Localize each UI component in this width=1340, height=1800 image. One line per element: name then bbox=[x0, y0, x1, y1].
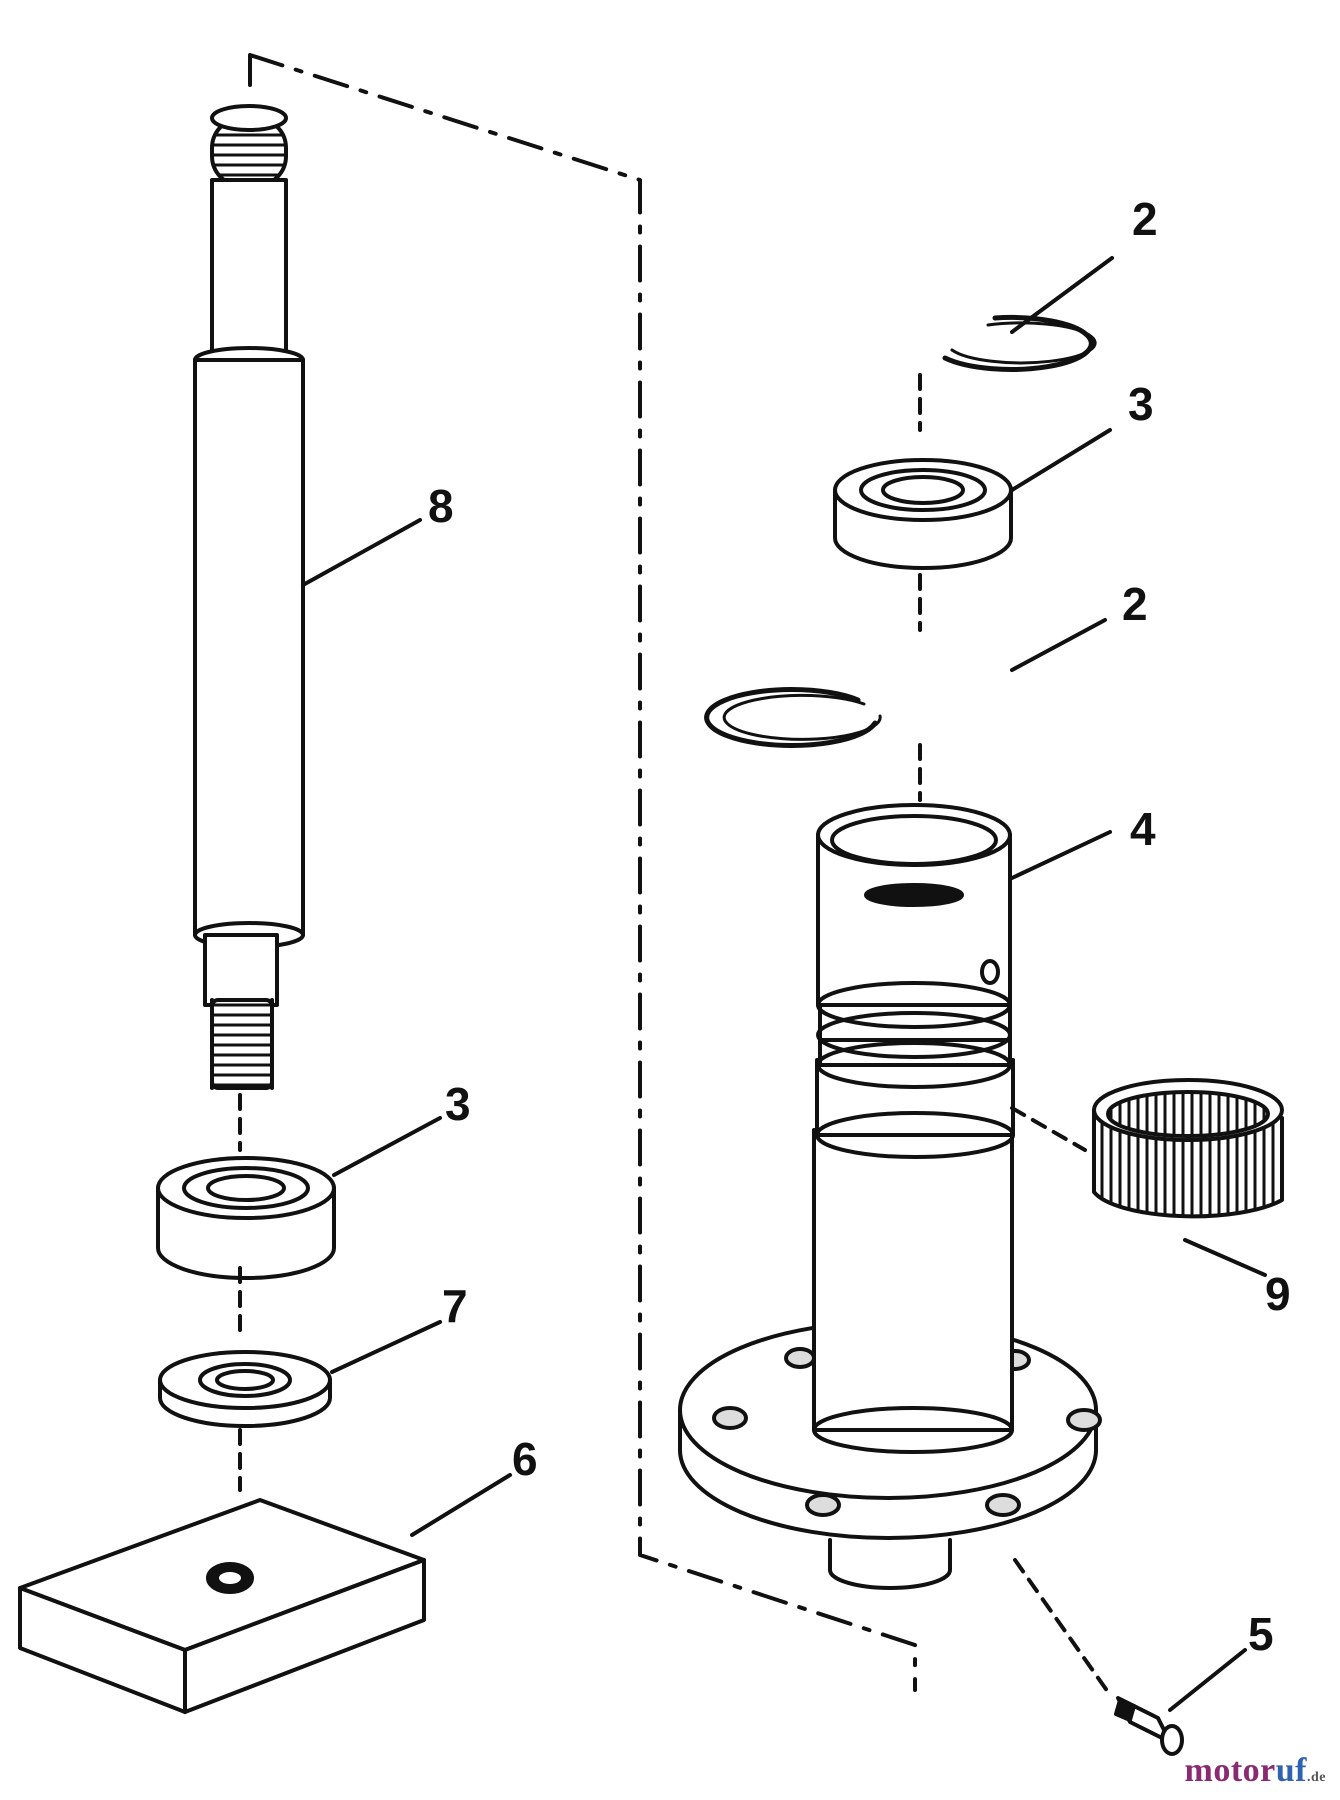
part-label-2-top: 2 bbox=[1132, 193, 1158, 245]
part-label-4: 4 bbox=[1130, 803, 1156, 855]
part-label-3-lower: 3 bbox=[445, 1078, 471, 1130]
grease-fitting-part bbox=[1114, 1696, 1184, 1756]
watermark-domain-suffix: .de bbox=[1307, 1770, 1326, 1785]
block-part bbox=[18, 1498, 426, 1714]
bearing-upper-part bbox=[833, 458, 1013, 570]
motoruf-watermark: motoruf.de bbox=[1185, 1752, 1326, 1790]
leader-line-3-lower bbox=[332, 1116, 442, 1177]
leader-line-8 bbox=[301, 518, 422, 587]
watermark-text-secondary: uf bbox=[1275, 1752, 1307, 1789]
part-label-2-lower: 2 bbox=[1122, 578, 1148, 630]
assembly-frame-line bbox=[248, 53, 917, 1692]
fitting-alignment-line bbox=[1013, 1558, 1110, 1694]
leader-line-4 bbox=[1010, 830, 1112, 880]
snap-ring-top-part bbox=[942, 314, 1097, 372]
part-label-7: 7 bbox=[442, 1280, 468, 1332]
part-label-6: 6 bbox=[512, 1433, 538, 1485]
roller-bearing-part bbox=[1092, 1078, 1284, 1219]
housing-part bbox=[678, 803, 1102, 1590]
leader-line-7 bbox=[330, 1320, 442, 1374]
bearing-lower-part bbox=[156, 1156, 336, 1280]
leader-line-6 bbox=[410, 1473, 512, 1537]
leader-line-3-upper bbox=[1010, 428, 1112, 492]
leader-line-2-top bbox=[1010, 256, 1114, 334]
part-label-5: 5 bbox=[1248, 1608, 1274, 1660]
shaft-part bbox=[193, 104, 305, 1090]
washer-part bbox=[158, 1350, 332, 1428]
leader-line-9 bbox=[1183, 1238, 1267, 1277]
snap-ring-lower-part bbox=[704, 687, 882, 748]
roller-bearing-alignment-line bbox=[1010, 1106, 1087, 1152]
part-label-3-upper: 3 bbox=[1128, 378, 1154, 430]
part-label-9: 9 bbox=[1265, 1268, 1291, 1320]
leader-line-2-lower bbox=[1010, 618, 1107, 672]
leader-line-5 bbox=[1168, 1648, 1247, 1712]
watermark-text-primary: motor bbox=[1184, 1752, 1276, 1789]
part-label-8: 8 bbox=[428, 480, 454, 532]
